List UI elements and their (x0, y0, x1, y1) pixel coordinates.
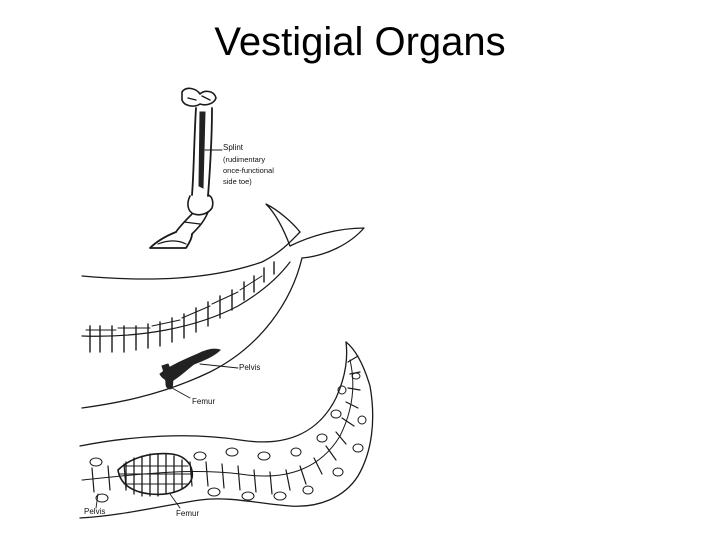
horse-splint-label-2: (rudimentary (223, 155, 265, 164)
whale-drawing (81, 203, 365, 409)
whale-femur-bone (161, 363, 174, 390)
snake-body-pattern (89, 372, 367, 503)
snake-vertebrae (91, 355, 361, 495)
whale-femur-label: Femur (192, 397, 215, 406)
snake-pelvis-label: Pelvis (84, 507, 105, 516)
snake-ribcage (117, 452, 194, 497)
horse-splint-label-4: side toe) (223, 177, 252, 186)
whale-pelvis-label: Pelvis (239, 363, 260, 372)
splint-bone (198, 111, 206, 189)
slide-title: Vestigial Organs (214, 20, 506, 64)
horse-splint-label-1: Splint (223, 143, 244, 152)
snake-femur-label: Femur (176, 509, 199, 518)
horse-leg-drawing (149, 87, 217, 249)
snake-drawing (79, 341, 374, 519)
whale-vertebrae (85, 261, 275, 353)
horse-splint-label-3: once-functional (223, 166, 274, 175)
